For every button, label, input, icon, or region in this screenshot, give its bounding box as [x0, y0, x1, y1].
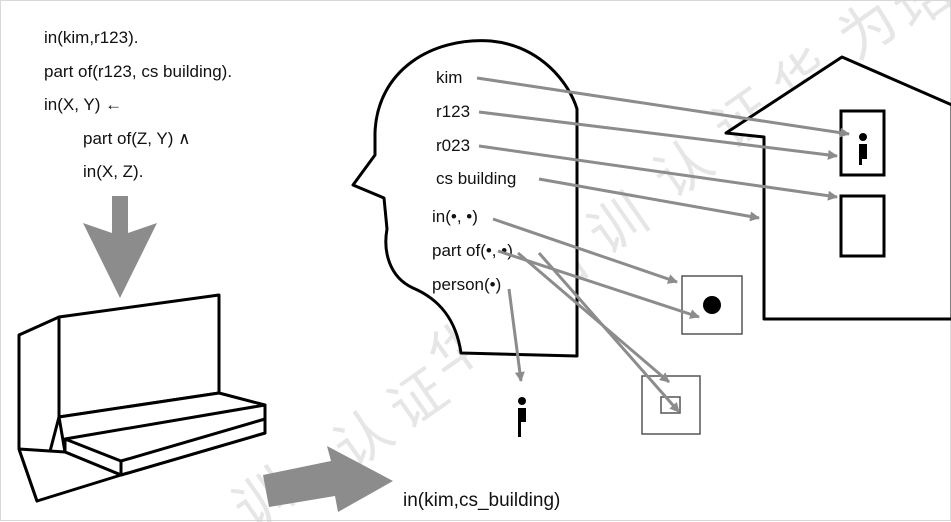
watermark-char: 训 [577, 182, 660, 267]
down-arrow-icon [83, 196, 157, 298]
computer-icon [19, 295, 265, 501]
logic-program: in(kim,r123). part of(r123, cs building)… [44, 28, 232, 181]
room-r123 [841, 111, 884, 175]
program-line: part of(Z, Y) ∧ [83, 129, 191, 148]
room-r023 [841, 196, 884, 256]
symbol-cs-building: cs building [436, 169, 516, 188]
result-text: in(kim,cs_building) [403, 490, 560, 511]
in-relation-dot [703, 296, 721, 314]
symbol-in-relation: in(•, •) [432, 207, 478, 226]
program-line: in(X, Y) ← [44, 95, 122, 114]
symbol-r123: r123 [436, 102, 470, 121]
person-icon [518, 397, 526, 437]
program-line: part of(r123, cs building). [44, 62, 232, 81]
symbol-kim: kim [436, 68, 462, 87]
symbol-person-relation: person(•) [432, 275, 501, 294]
program-line: in(kim,r123). [44, 28, 138, 47]
program-line: in(X, Z). [83, 162, 143, 181]
symbol-r023: r023 [436, 136, 470, 155]
